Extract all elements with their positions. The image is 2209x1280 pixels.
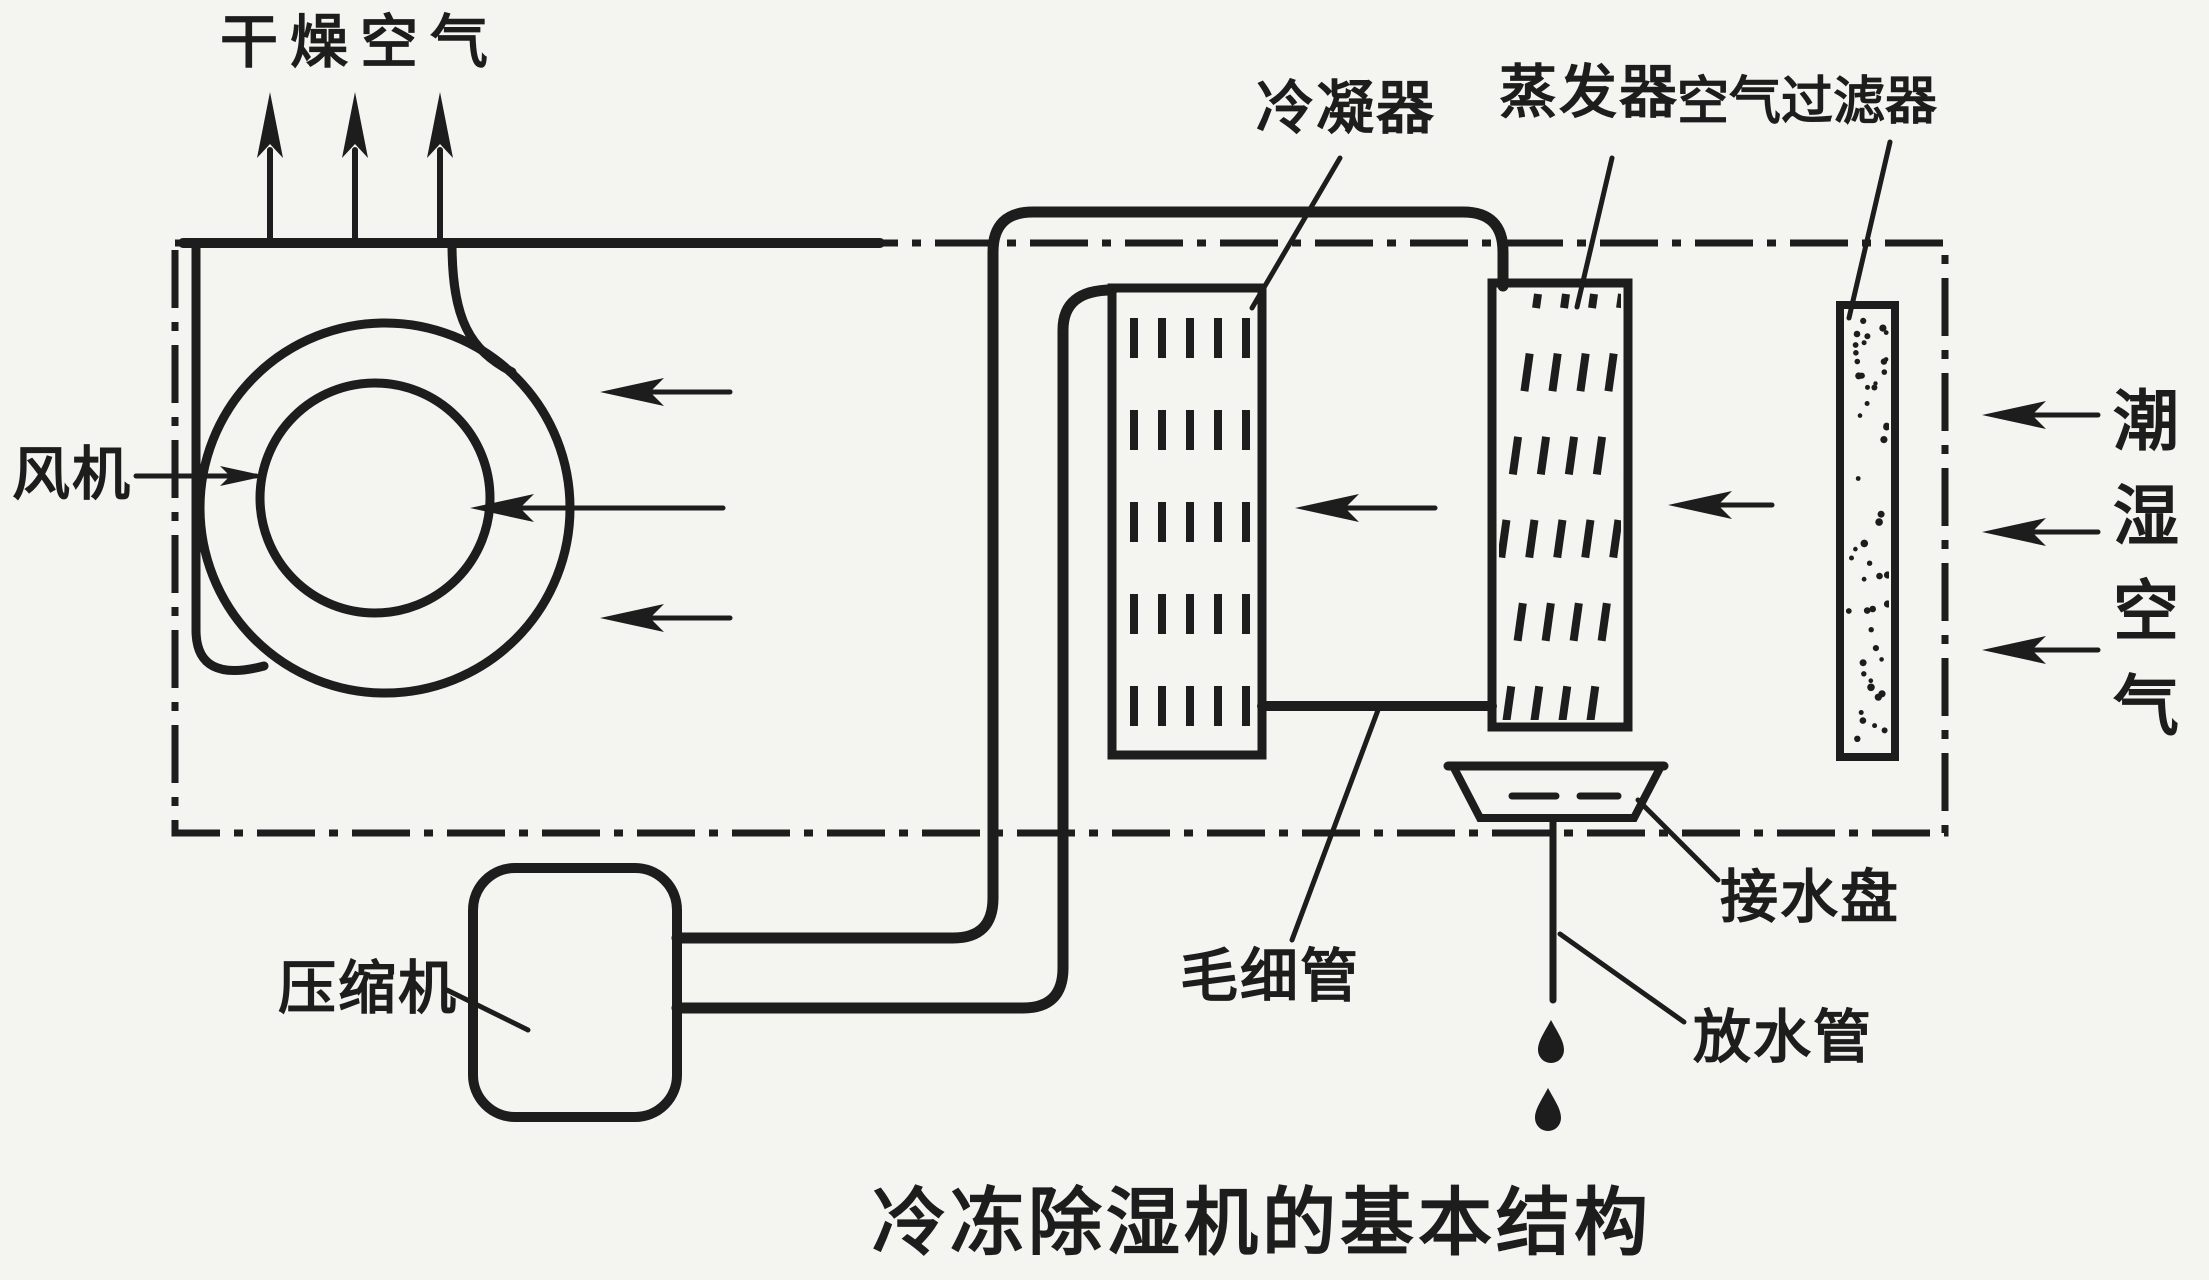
humid-air-arrow [1982, 636, 2101, 664]
humid-air-char: 潮 [2113, 383, 2179, 460]
suction-pipe [671, 206, 1509, 944]
drain-pipe-leader-line [1557, 931, 1687, 1025]
airflow-arrow [600, 604, 733, 632]
drain-pipe [1535, 816, 1564, 1131]
dry-air-arrow [257, 92, 283, 243]
evaporator [1487, 278, 1633, 732]
fan-inner-circle [255, 378, 495, 618]
humid-air-arrow [1982, 518, 2101, 546]
airflow-arrow [470, 494, 726, 522]
air-filter-box [1836, 301, 1899, 761]
drip-tray-body [1450, 764, 1664, 822]
dry-air-arrow [342, 92, 368, 243]
condenser-label: 冷凝器 [1256, 74, 1436, 142]
humid-air-label: 潮 湿 空 气 [2113, 383, 2179, 745]
humid-air-char: 湿 [2113, 478, 2179, 555]
fan-assembly [191, 238, 575, 698]
air-filter-label: 空气过滤器 [1677, 72, 1938, 132]
drip-tray [1443, 761, 1669, 822]
water-drop [1538, 1020, 1564, 1063]
air-filter [1836, 301, 1899, 761]
water-drop [1535, 1088, 1561, 1131]
discharge-pipe [671, 284, 1118, 1014]
drain-pipe-label: 放水管 [1693, 1003, 1873, 1071]
air-filter-leader-line [1846, 139, 1893, 321]
dry-air-arrow [427, 92, 453, 243]
evaporator-box [1487, 278, 1633, 732]
capillary-leader-line [1289, 707, 1381, 943]
condenser [1107, 283, 1267, 760]
air-filter-stipple [1846, 317, 1889, 742]
condenser-leader-line [1249, 155, 1343, 311]
airflow-arrow [600, 378, 733, 406]
evaporator-fins [1499, 293, 1621, 720]
compressor-label: 压缩机 [278, 954, 458, 1022]
drip-tray-label: 接水盘 [1720, 863, 1900, 931]
compressor-box [468, 863, 682, 1122]
evaporator-label: 蒸发器 [1499, 58, 1679, 126]
dry-air-label: 干燥空气 [220, 8, 500, 76]
capillary-label: 毛细管 [1180, 942, 1360, 1010]
fan-label: 风机 [12, 440, 132, 508]
condenser-box [1107, 283, 1267, 760]
condenser-fins [1130, 318, 1250, 740]
refrigerant-pipes [671, 206, 1509, 1014]
airflow-arrow [1668, 491, 1775, 519]
humid-air-char: 空 [2113, 573, 2179, 650]
evaporator-leader-line [1574, 155, 1615, 310]
drip-tray-leader-line [1635, 797, 1721, 883]
humid-air-char: 气 [2113, 668, 2179, 745]
figure-caption: 冷冻除湿机的基本结构 [872, 1180, 1652, 1266]
compressor-leader-line [444, 987, 531, 1033]
fan-scroll-left-wall [191, 238, 269, 675]
humid-air-arrow [1982, 401, 2101, 429]
fan-leader-arrow [133, 466, 266, 486]
airflow-arrow [1295, 494, 1438, 522]
